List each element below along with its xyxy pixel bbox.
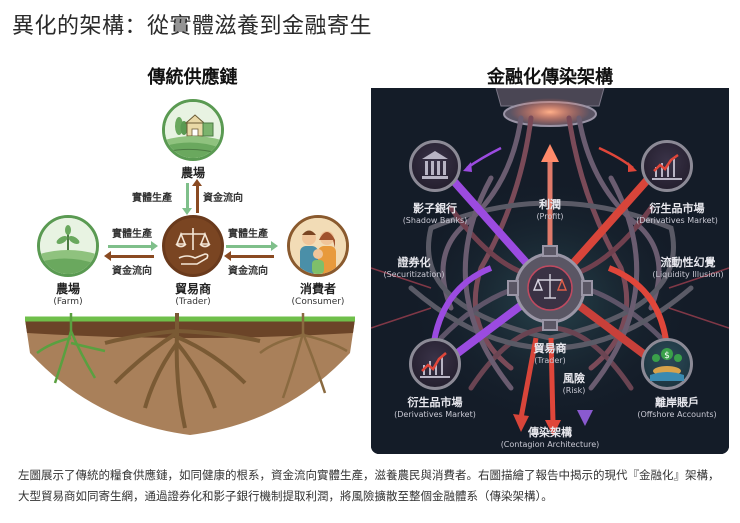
node-trader: 貿易商 (Trader) [159,215,227,307]
physical-flow-arrow-right [226,241,278,251]
contagion-diagram: $ 利潤 (Profit) 影子銀行 (Shadow Banks) 衍生品市場 … [371,88,729,454]
flow-label-money-right: 資金流向 [228,266,268,277]
svg-text:$: $ [664,351,670,361]
farm-label-en: (Farm) [53,297,83,307]
liquidity-illusion-label: 流動性幻覺 (Liquidity Illusion) [652,256,724,279]
soil-roots-illustration [25,313,355,435]
shadow-banks-label: 影子銀行 (Shadow Banks) [402,202,468,225]
page-title: 異化的架構：從實體滋養到金融寄生 [12,14,373,39]
trader-label: 貿易商 [174,282,211,296]
risk-label: 風險 (Risk) [562,372,586,395]
money-flow-arrow-right [224,251,274,261]
top-farm-label: 農場 [180,166,205,180]
rising-chart-icon [409,338,461,390]
barn-farm-icon [162,99,224,161]
derivatives-market-bottom-label: 衍生品市場 (Derivatives Market) [394,396,476,419]
traditional-supply-chain-panel: 傳統供應鏈 農場 實體生產 資金流向 [20,55,365,455]
trader-label-dark: 貿易商 (Trader) [533,342,567,365]
node-farm: 農場 (Farm) [34,215,102,307]
physical-flow-arrow-left [108,241,158,251]
profit-label: 利潤 (Profit) [536,198,564,221]
node-consumer: 消費者 (Consumer) [280,215,356,307]
sprout-field-icon [37,215,99,277]
figure-caption: 左圖展示了傳統的糧食供應鏈，如同健康的根系，資金流向實體生產，滋養農民與消費者。… [18,468,720,503]
consumer-label: 消費者 [299,282,336,296]
island-dollar-icon: $ [641,338,693,390]
consumer-label-en: (Consumer) [291,297,345,307]
money-flow-arrow-up [192,179,202,213]
trader-label-en: (Trader) [175,297,211,307]
rising-chart-icon [641,140,693,192]
node-top-farm: 農場 [159,99,227,181]
left-panel-title: 傳統供應鏈 [147,67,238,88]
family-icon [287,215,349,277]
right-panel-title: 金融化傳染架構 [487,67,613,88]
financialized-contagion-panel: 金融化傳染架構 [371,55,729,455]
physical-flow-arrow-down [182,183,192,215]
derivatives-market-top-label: 衍生品市場 (Derivatives Market) [636,202,718,225]
flow-label-money-vertical: 資金流向 [203,193,243,204]
scales-hand-icon [162,215,224,277]
farm-label: 農場 [55,282,80,296]
offshore-accounts-label: 離岸賬戶 (Offshore Accounts) [637,396,717,419]
contagion-architecture-label: 傳染架構 (Contagion Architecture) [500,426,600,449]
flow-label-physical-vertical: 實體生產 [132,193,172,204]
securitization-label: 證券化 (Securitization) [383,256,445,279]
money-flow-arrow-left [104,251,154,261]
flow-label-physical-right: 實體生產 [228,229,268,240]
bank-icon [409,140,461,192]
tangled-pipes-network [371,88,729,454]
flow-label-money-left: 資金流向 [112,266,152,277]
flow-label-physical-left: 實體生產 [112,229,152,240]
